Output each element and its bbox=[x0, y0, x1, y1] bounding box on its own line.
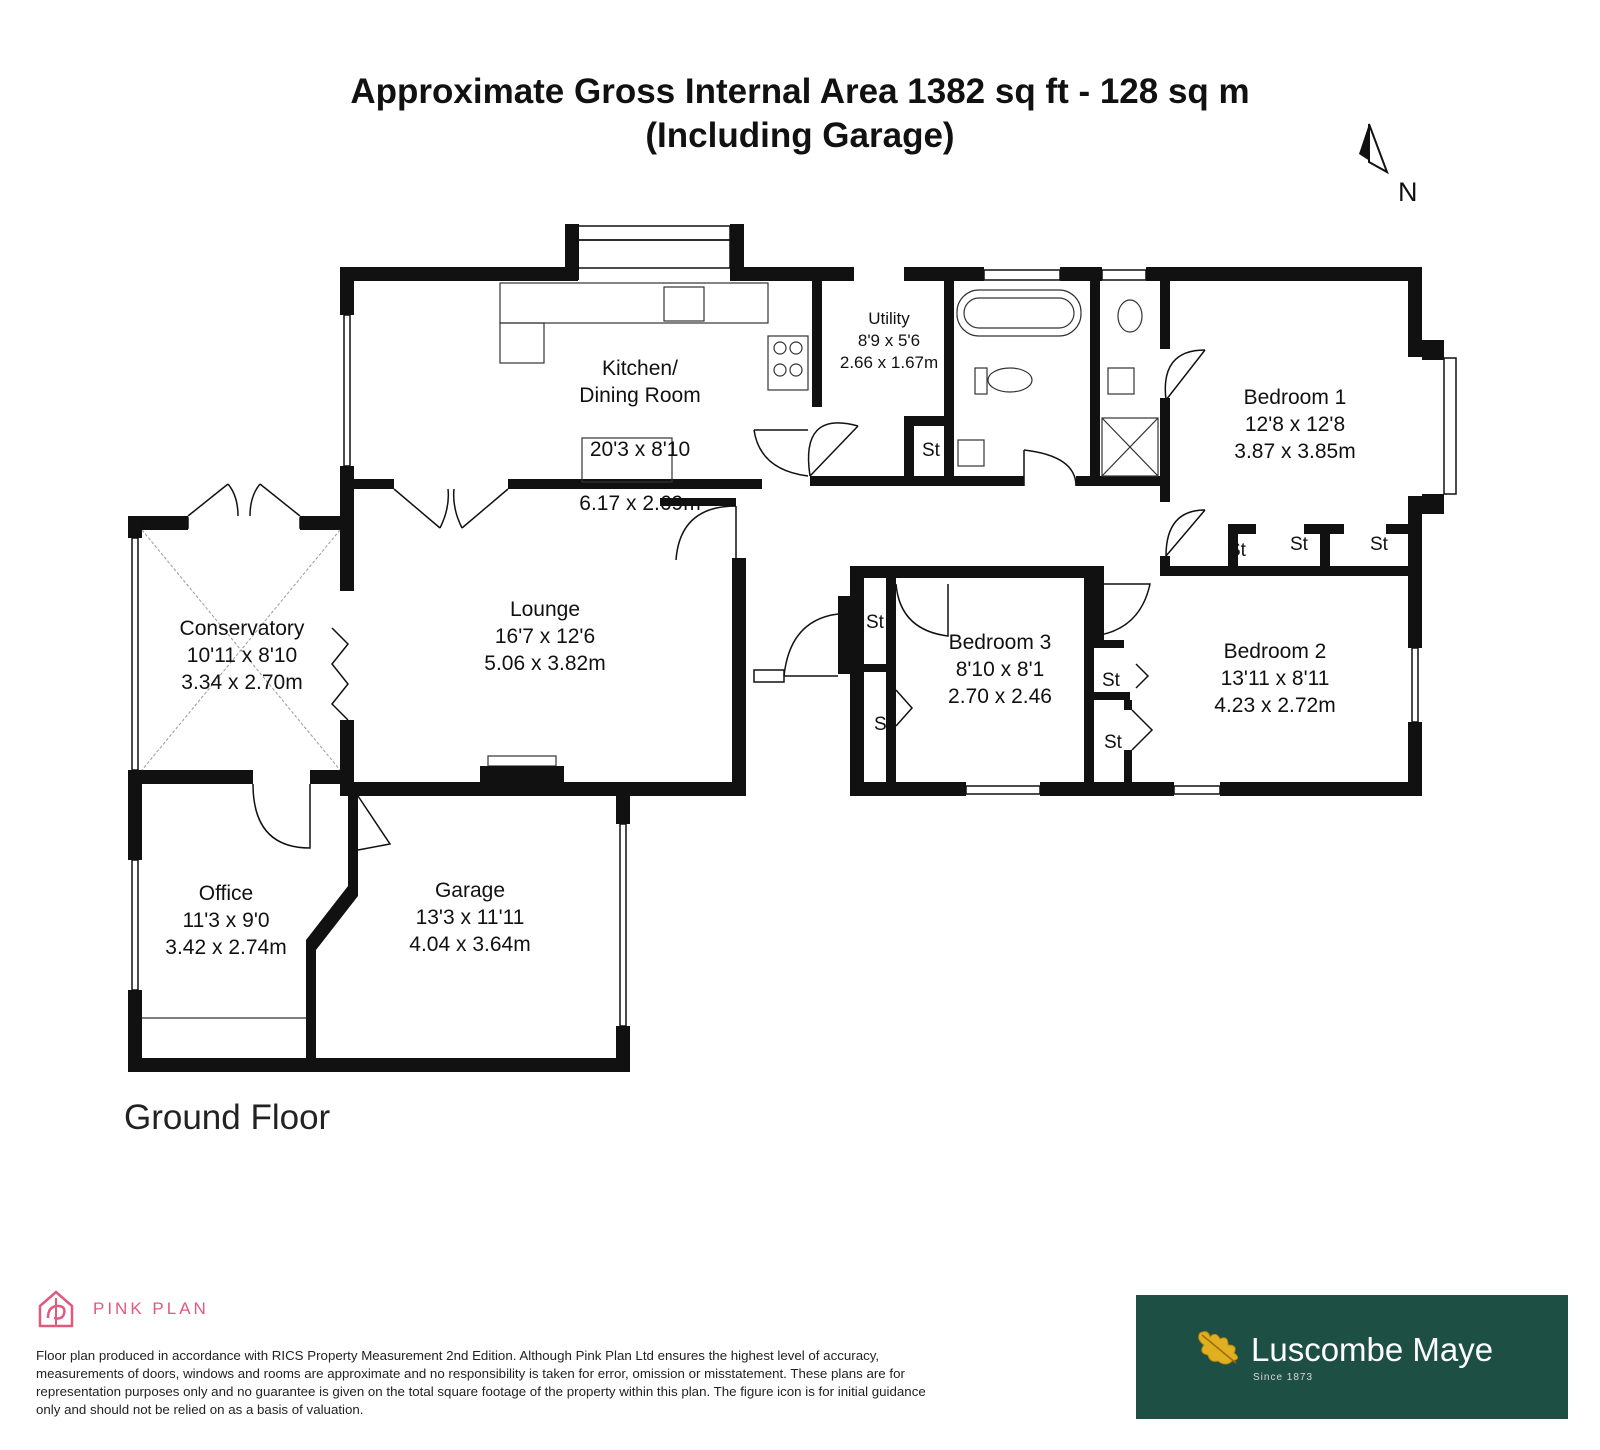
bedroom3-imperial: 8'10 x 8'1 bbox=[955, 658, 1045, 681]
title-area-line: Approximate Gross Internal Area 1382 sq … bbox=[350, 72, 1250, 111]
room-bedroom-1: Bedroom 1 12'8 x 12'8 3.87 x 3.85m bbox=[1200, 384, 1390, 465]
kitchen-metric: 6.17 x 2.69m bbox=[579, 492, 701, 515]
toilet-icon bbox=[987, 367, 1033, 393]
agent-name: Luscombe Maye bbox=[1251, 1331, 1494, 1368]
lounge-metric: 5.06 x 3.82m bbox=[484, 652, 606, 675]
interior-walls bbox=[340, 267, 1422, 796]
store-label: St bbox=[1228, 540, 1246, 561]
store-label: St bbox=[874, 714, 892, 735]
bedroom2-imperial: 13'11 x 8'11 bbox=[1220, 667, 1330, 690]
conservatory-metric: 3.34 x 2.70m bbox=[181, 671, 303, 694]
utility-imperial: 8'9 x 5'6 bbox=[857, 331, 921, 350]
room-utility: Utility 8'9 x 5'6 2.66 x 1.67m bbox=[818, 308, 960, 374]
conservatory-roof bbox=[141, 529, 341, 771]
utility-metric: 2.66 x 1.67m bbox=[839, 353, 939, 372]
bedroom2-metric: 4.23 x 2.72m bbox=[1214, 694, 1336, 717]
store-label: St bbox=[1290, 534, 1308, 555]
toilet-icon-2 bbox=[1117, 299, 1143, 333]
room-garage: Garage 13'3 x 11'11 4.04 x 3.64m bbox=[380, 877, 560, 958]
north-arrow-icon bbox=[1359, 123, 1389, 175]
floor-name: Ground Floor bbox=[124, 1098, 331, 1137]
kitchen-name: Kitchen/ Dining Room bbox=[579, 357, 701, 407]
garage-metric: 4.04 x 3.64m bbox=[409, 933, 531, 956]
room-conservatory: Conservatory 10'11 x 8'10 3.34 x 2.70m bbox=[152, 615, 332, 696]
kitchen-imperial: 20'3 x 8'10 bbox=[589, 438, 691, 461]
windows bbox=[131, 225, 1457, 1027]
pink-plan-logo-icon bbox=[38, 1290, 74, 1328]
conservatory-name: Conservatory bbox=[179, 617, 305, 640]
bedroom1-name: Bedroom 1 bbox=[1243, 386, 1347, 409]
room-bedroom-3: Bedroom 3 8'10 x 8'1 2.70 x 2.46 bbox=[915, 629, 1085, 710]
garage-name: Garage bbox=[434, 879, 506, 902]
bedroom3-metric: 2.70 x 2.46 bbox=[948, 685, 1052, 708]
north-label: N bbox=[1398, 177, 1418, 207]
store-label: St bbox=[1104, 732, 1122, 753]
room-bedroom-2: Bedroom 2 13'11 x 8'11 4.23 x 2.72m bbox=[1180, 638, 1370, 719]
store-label: St bbox=[1102, 670, 1120, 691]
office-imperial: 11'3 x 9'0 bbox=[182, 909, 270, 932]
bedroom1-metric: 3.87 x 3.85m bbox=[1234, 440, 1356, 463]
kitchen-sink-icon bbox=[663, 286, 705, 322]
agent-since: Since 1873 bbox=[1253, 1372, 1314, 1383]
lounge-name: Lounge bbox=[509, 598, 581, 621]
fireplace bbox=[480, 766, 564, 782]
garage-imperial: 13'3 x 11'11 bbox=[415, 906, 525, 929]
room-kitchen: Kitchen/ Dining Room 20'3 x 8'10 6.17 x … bbox=[555, 328, 725, 544]
shower-icon bbox=[1101, 417, 1159, 477]
bedroom1-imperial: 12'8 x 12'8 bbox=[1244, 413, 1346, 436]
conservatory-imperial: 10'11 x 8'10 bbox=[186, 644, 298, 667]
store-label: St bbox=[922, 440, 940, 461]
bedroom3-name: Bedroom 3 bbox=[948, 631, 1052, 654]
exterior-walls bbox=[128, 224, 1444, 1072]
room-lounge: Lounge 16'7 x 12'6 5.06 x 3.82m bbox=[450, 596, 640, 677]
store-label: St bbox=[866, 612, 884, 633]
basin-icon-2 bbox=[1107, 367, 1135, 395]
agent-logo[interactable]: Luscombe Maye Since 1873 bbox=[1136, 1295, 1568, 1419]
title-garage-line: (Including Garage) bbox=[645, 116, 955, 155]
basin-icon bbox=[957, 439, 985, 467]
doors bbox=[187, 349, 1206, 851]
office-metric: 3.42 x 2.74m bbox=[165, 936, 287, 959]
bath-icon bbox=[956, 289, 1082, 337]
utility-name: Utility bbox=[868, 309, 910, 328]
oak-leaf-icon bbox=[1198, 1331, 1238, 1365]
bedroom2-name: Bedroom 2 bbox=[1223, 640, 1327, 663]
plan-title: Approximate Gross Internal Area 1382 sq … bbox=[0, 70, 1600, 158]
lounge-imperial: 16'7 x 12'6 bbox=[494, 625, 596, 648]
store-label: St bbox=[1370, 534, 1388, 555]
hob-icon bbox=[767, 335, 809, 391]
room-office: Office 11'3 x 9'0 3.42 x 2.74m bbox=[146, 880, 306, 961]
office-name: Office bbox=[198, 882, 254, 905]
pink-plan-name: PINK PLAN bbox=[93, 1299, 209, 1318]
disclaimer-text: Floor plan produced in accordance with R… bbox=[36, 1348, 926, 1417]
